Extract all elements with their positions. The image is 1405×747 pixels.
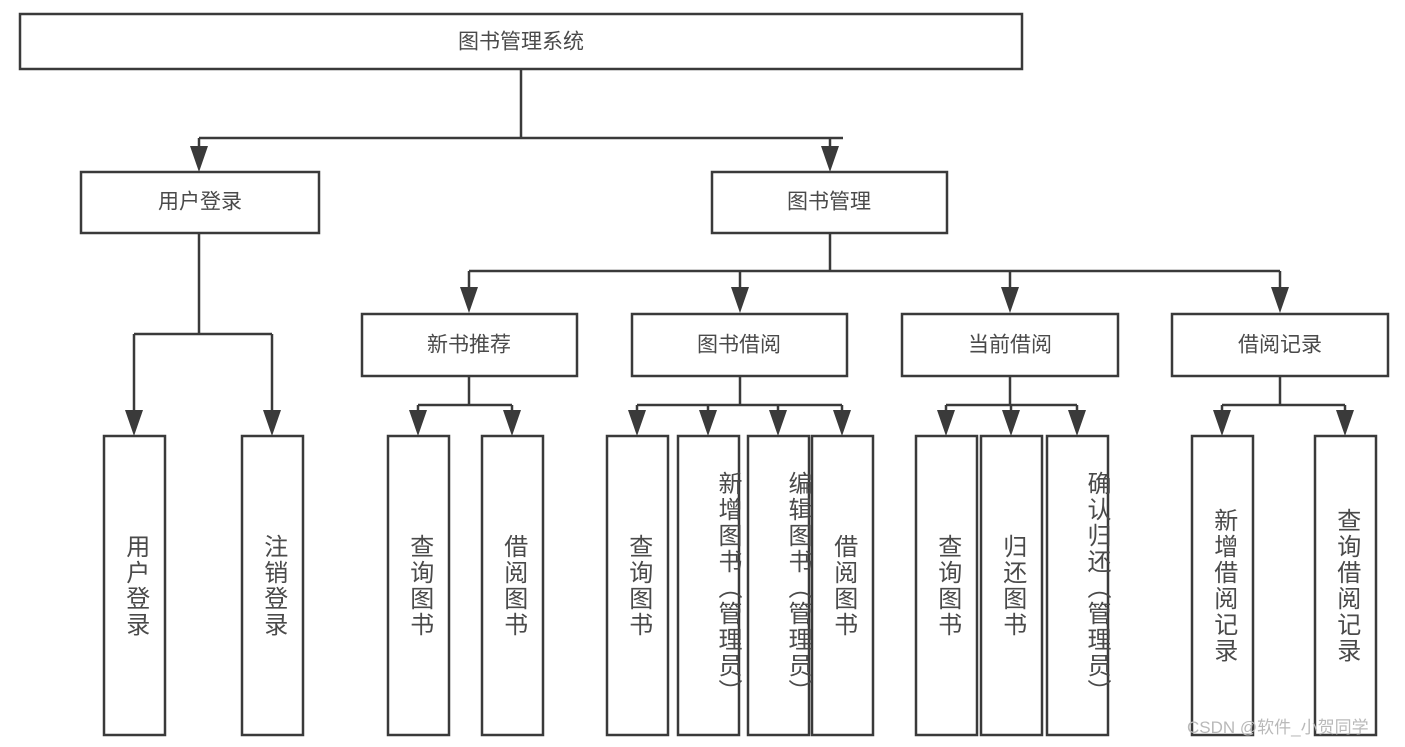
leaf-book-borrow-3[interactable] <box>810 434 875 737</box>
node-book-management[interactable] <box>710 170 949 235</box>
leaf-current-borrow-2[interactable] <box>1045 434 1110 737</box>
leaf-borrow-record-0[interactable] <box>1190 434 1255 737</box>
node-borrow-record-label: 借阅记录 <box>1238 334 1322 357</box>
connector-new-book-to-leaves <box>409 376 521 436</box>
node-book-borrow-label: 图书借阅 <box>697 334 781 357</box>
node-borrow-record[interactable] <box>1170 312 1390 378</box>
connector-current-borrow-to-leaves <box>937 376 1086 436</box>
node-book-borrow[interactable] <box>630 312 849 378</box>
node-new-book-recommend[interactable] <box>360 312 579 378</box>
leaf-current-borrow-0[interactable] <box>914 434 979 737</box>
node-book-management-label: 图书管理 <box>787 191 871 214</box>
leaf-borrow-record-1[interactable] <box>1313 434 1378 737</box>
connector-user-login-to-leaves <box>125 233 281 436</box>
node-current-borrow[interactable] <box>900 312 1120 378</box>
node-user-login-label: 用户登录 <box>158 191 242 214</box>
connector-borrow-record-to-leaves <box>1213 376 1354 436</box>
leaf-book-borrow-0[interactable] <box>605 434 670 737</box>
leaf-book-borrow-1[interactable] <box>676 434 741 737</box>
leaf-user-login-0[interactable] <box>102 434 167 737</box>
node-root[interactable] <box>18 12 1024 71</box>
leaf-new-book-0[interactable] <box>386 434 451 737</box>
leaf-book-borrow-2[interactable] <box>746 434 811 737</box>
connector-book-borrow-to-leaves <box>628 376 851 436</box>
node-user-login[interactable] <box>79 170 321 235</box>
leaf-user-login-1[interactable] <box>240 434 305 737</box>
connector-root-to-level2 <box>190 69 843 172</box>
node-current-borrow-label: 当前借阅 <box>968 334 1052 357</box>
node-root-label: 图书管理系统 <box>458 31 584 54</box>
csdn-watermark: CSDN @软件_小贺同学 <box>1187 718 1369 737</box>
leaf-new-book-1[interactable] <box>480 434 545 737</box>
node-new-book-recommend-label: 新书推荐 <box>427 334 511 357</box>
connector-book-mgmt-to-level3 <box>460 233 1289 313</box>
leaf-current-borrow-1[interactable] <box>979 434 1044 737</box>
